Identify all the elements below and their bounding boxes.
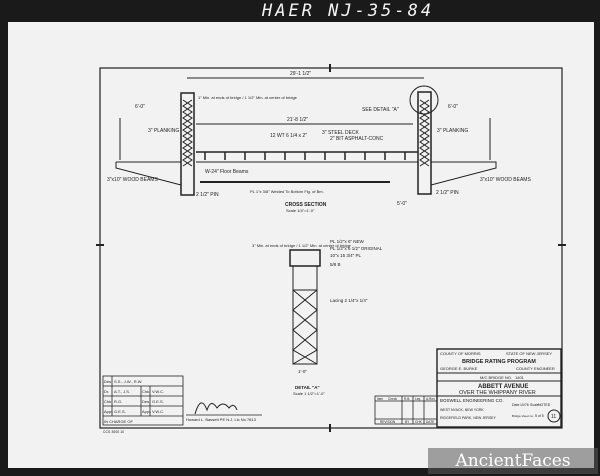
crossing: OVER THE WHIPPANY RIVER bbox=[459, 390, 536, 396]
in-charge-label: IN CHARGE OF bbox=[104, 419, 133, 424]
approval-initials: V.W.C. bbox=[152, 389, 164, 394]
approval-role: Chk. bbox=[104, 399, 112, 404]
revision-header: A.Rev. bbox=[426, 397, 435, 401]
detail-scale: Scale 1 1/2"=1'-0" bbox=[293, 391, 325, 396]
detail-a-drawing bbox=[289, 249, 321, 365]
detail-label-cap: 10"x 15 3/4" PL bbox=[330, 253, 361, 258]
detail-label-camber: 3" Min. at ends of bridge / 1 1/2" Min. … bbox=[252, 243, 352, 248]
approval-role: Chk. bbox=[142, 389, 150, 394]
dim-bottom: 5'-0" bbox=[397, 201, 407, 207]
revision-header: Item bbox=[377, 397, 384, 401]
dim-sidewalk-right: 6'-0" bbox=[448, 104, 458, 110]
revision-footer: BY bbox=[405, 420, 410, 424]
approval-initials: A.T., J.S. bbox=[114, 389, 130, 394]
detail-label-dim: 1'-0" bbox=[298, 369, 307, 374]
date: 10/76 bbox=[520, 403, 529, 407]
program: BRIDGE RATING PROGRAM bbox=[462, 359, 536, 365]
revision-header: Leg. bbox=[415, 397, 421, 401]
revision-footer: DATE bbox=[426, 420, 434, 424]
bridge-name: ABBETT AVENUE bbox=[478, 384, 528, 390]
engineer-name: GEORGE E. BURKE bbox=[440, 366, 478, 371]
detail-title: DETAIL "A" bbox=[295, 385, 320, 390]
approval-initials: G.E.S. bbox=[152, 399, 164, 404]
approval-role: Des. bbox=[104, 379, 112, 384]
detail-label-new: PL 1/2"x 6" NEW bbox=[330, 239, 365, 244]
title-block bbox=[436, 348, 562, 428]
label-planking-right: 3" PLANKING bbox=[437, 128, 468, 134]
haer-record-id: HAER NJ-35-84 bbox=[262, 1, 435, 21]
label-see-detail: SEE DETAIL "A" bbox=[362, 107, 399, 113]
label-stringer: 12 WT 6 1/4 x 2" bbox=[270, 133, 307, 139]
cross-section-drawing bbox=[115, 77, 497, 196]
firm-address1: WEST NYACK, NEW YORK bbox=[440, 408, 484, 412]
revision-header: Check bbox=[388, 397, 397, 401]
bridge-no: 1401 bbox=[515, 375, 525, 380]
signature-caption: Howard L. Bassett PE N.J. Lic No 7813 bbox=[186, 417, 257, 422]
revision-footer: CHK bbox=[415, 420, 423, 424]
scale: NOTED bbox=[538, 403, 551, 407]
approval-initials: V.W.C. bbox=[152, 409, 164, 414]
sheet-circle: 11 bbox=[551, 414, 556, 420]
label-pin-left: 2 1/2" PIN bbox=[196, 192, 219, 198]
approval-initials: G.E.S. bbox=[114, 409, 126, 414]
label-camber: 1" Min. at ends of bridge / 1 1/2" Min. … bbox=[198, 95, 298, 100]
dim-sidewalk-left: 6'-0" bbox=[135, 104, 145, 110]
approval-block bbox=[102, 375, 184, 426]
label-bottom-plate: PL 1"x 3/8" Welded To Bottom Flg. of Bm. bbox=[250, 189, 324, 194]
approval-role: Dr. bbox=[104, 389, 109, 394]
revision-header: R.B. bbox=[404, 397, 410, 401]
sheet: 5 of 5 bbox=[535, 414, 544, 418]
label-pin-right: 2 1/2" PIN bbox=[436, 190, 459, 196]
detail-label-original: PL 1/2"x 6 1/2" ORIGINAL bbox=[330, 246, 383, 251]
watermark-logo: AncientFaces bbox=[428, 448, 598, 474]
approval-role: Appr. bbox=[142, 409, 151, 414]
dim-overall-width: 29'-1 1/2" bbox=[290, 71, 311, 77]
corner-note: CCS 3000 10 bbox=[103, 430, 124, 434]
signature: Howard L. Bassett PE N.J. Lic No 7813 bbox=[186, 402, 262, 422]
bridge-no-label: M/C BRIDGE NO. bbox=[480, 375, 512, 380]
label-wood-beams-left: 3"x10" WOOD BEAMS bbox=[107, 177, 158, 183]
county: COUNTY OF MORRIS bbox=[440, 351, 481, 356]
approval-initials: R.G. bbox=[114, 399, 122, 404]
firm: BOSWELL ENGINEERING CO. bbox=[440, 398, 504, 403]
label-planking-left: 3" PLANKING bbox=[148, 128, 179, 134]
cross-section-title: CROSS SECTION bbox=[285, 202, 327, 208]
approval-role: Des. bbox=[142, 399, 150, 404]
date-label: Date bbox=[512, 403, 519, 407]
approval-initials: S.S., J.W., R.W. bbox=[114, 379, 142, 384]
label-wood-beams-right: 3"x10" WOOD BEAMS bbox=[480, 177, 531, 183]
revision-footer: REVISION bbox=[380, 420, 396, 424]
sheet-label: Bridge sheet no. bbox=[512, 414, 534, 418]
drawing-paper bbox=[8, 22, 594, 468]
approval-role: Appr. bbox=[104, 409, 113, 414]
engineer-title: COUNTY ENGINEER bbox=[516, 366, 555, 371]
state: STATE OF NEW JERSEY bbox=[506, 351, 552, 356]
label-steel-deck: 3" STEEL DECK bbox=[322, 130, 360, 136]
detail-label-lacing: Lacing 2 1/4"x 1/4" bbox=[330, 298, 368, 303]
dim-roadway-width: 21'-8 1/2" bbox=[287, 117, 308, 123]
scale-label: Scale bbox=[530, 403, 539, 407]
firm-address2: RIDGEFIELD PARK, NEW JERSEY bbox=[440, 416, 497, 420]
label-floor-beams: W-24" Floor Beams bbox=[205, 169, 249, 175]
cross-section-scale: Scale 1/4"=1'-0" bbox=[286, 208, 315, 213]
detail-label-angle: 5/8 B bbox=[330, 262, 341, 267]
label-asphalt: 2" BIT ASPHALT-CONC bbox=[330, 136, 384, 142]
